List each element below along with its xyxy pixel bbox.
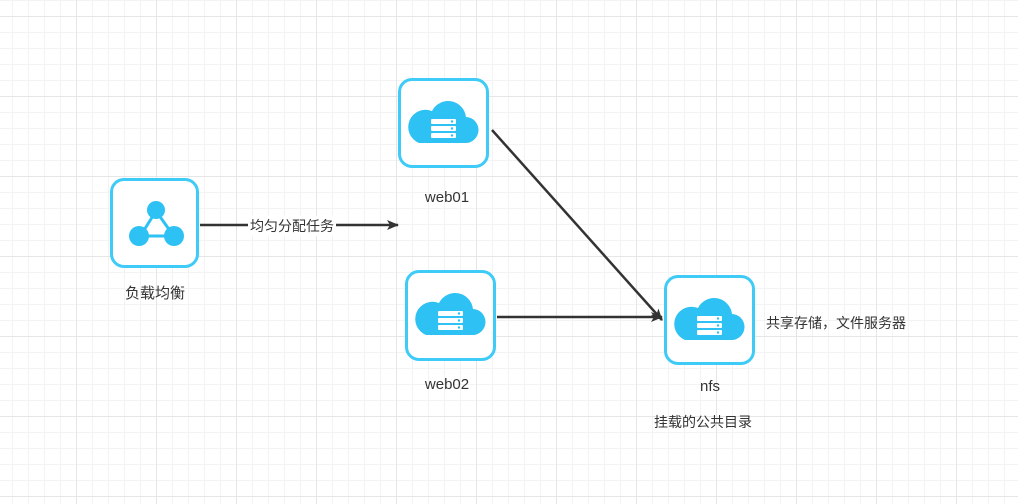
share-network-icon <box>129 201 184 246</box>
web01-node[interactable] <box>398 78 489 168</box>
web02-node[interactable] <box>405 270 496 361</box>
edge-label-distribute: 均匀分配任务 <box>248 216 336 236</box>
cloud-server-icon <box>408 101 479 144</box>
web01-label: web01 <box>424 189 470 206</box>
cloud-server-icon <box>674 298 745 341</box>
web02-label: web02 <box>424 376 470 393</box>
cloud-server-icon <box>415 293 486 336</box>
mount-dir-annotation: 挂载的公共目录 <box>654 414 752 430</box>
nfs-node[interactable] <box>664 275 755 365</box>
load-balancer-node[interactable] <box>110 178 199 268</box>
nfs-label: nfs <box>699 378 721 395</box>
shared-storage-annotation: 共享存储，文件服务器 <box>766 315 906 331</box>
load-balancer-label: 负载均衡 <box>124 285 186 302</box>
edge-web01-to-nfs[interactable] <box>491 129 663 321</box>
